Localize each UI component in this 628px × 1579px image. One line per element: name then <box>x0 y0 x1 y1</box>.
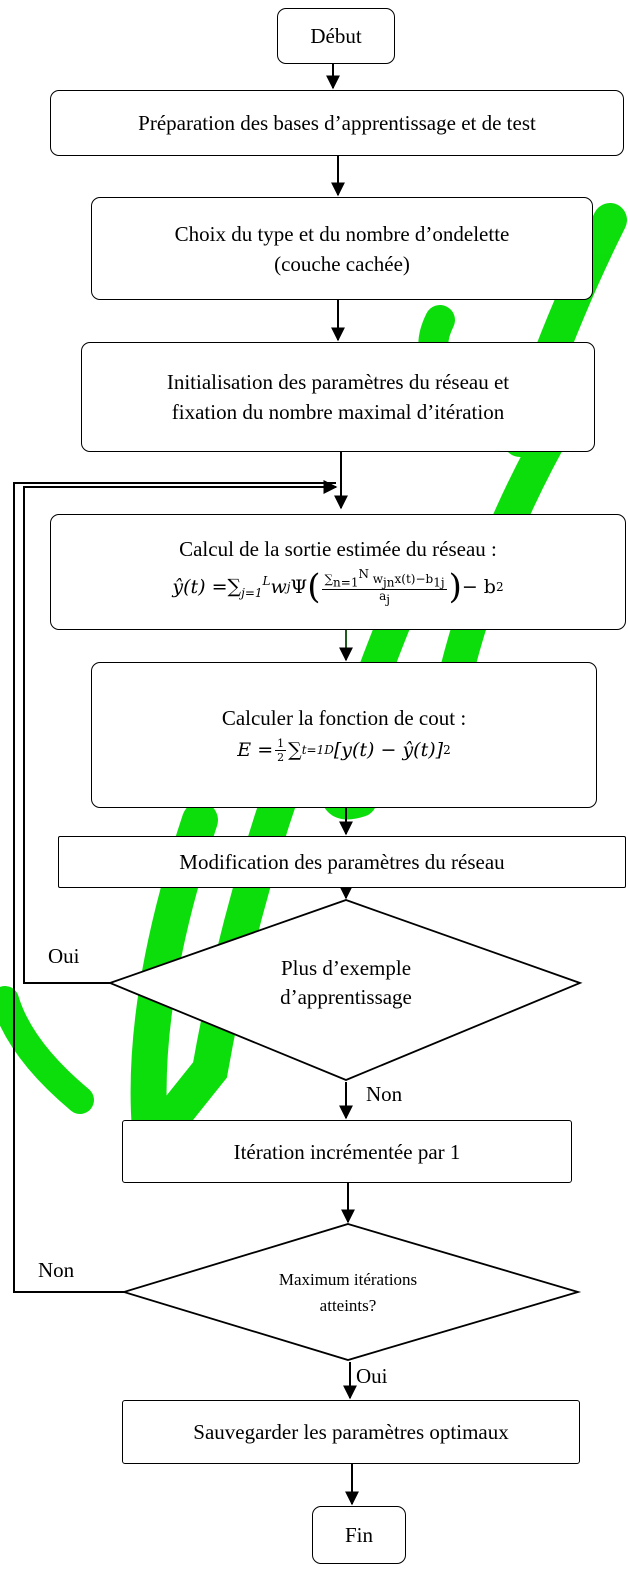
modif-label: Modification des paramètres du réseau <box>179 850 505 874</box>
formula-sum-symbol: ∑ <box>227 575 242 598</box>
formula-fraction-denominator: aj <box>379 590 390 606</box>
decision2-yes-label: Oui <box>356 1364 388 1388</box>
formula-rhs: − b <box>461 576 496 598</box>
cost-half-num: 1 <box>275 736 287 751</box>
formula-psi: Ψ <box>290 576 308 598</box>
formula-sum: ∑j=1L <box>228 564 271 610</box>
cost-half-den: 2 <box>277 750 285 764</box>
init-label-line2: fixation du nombre maximal d’itération <box>171 400 505 424</box>
start-label: Début <box>310 24 362 48</box>
prep-node: Préparation des bases d’apprentissage et… <box>50 90 624 156</box>
formula-fraction-numerator: ∑n=1N wjnx(t)−b1j <box>322 566 447 590</box>
init-label-line1: Initialisation des paramètres du réseau … <box>166 370 510 394</box>
formula-lhs: ŷ(t) = <box>172 576 228 598</box>
init-node: Initialisation des paramètres du réseau … <box>81 342 595 452</box>
increment-label: Itération incrémentée par 1 <box>233 1139 461 1164</box>
den-a-sub: j <box>386 592 390 607</box>
end-node: Fin <box>312 1506 406 1564</box>
formula-weight-sub: j <box>286 580 291 594</box>
loop-non-path <box>13 482 336 1293</box>
cost-sum: ∑ <box>288 739 302 761</box>
calc-output-node: Calcul de la sortie estimée du réseau : … <box>50 514 626 630</box>
prep-label: Préparation des bases d’apprentissage et… <box>138 111 536 135</box>
loop-oui-path <box>23 480 338 984</box>
formula-weight: w <box>270 576 287 598</box>
num-tail-sub: 1j <box>433 575 445 589</box>
cost-body: [y(t) − ŷ(t)] <box>333 739 444 761</box>
cost-lhs: E = <box>237 739 274 761</box>
den-a: a <box>379 589 387 603</box>
num-weight: w <box>368 571 384 586</box>
decision1-diamond <box>107 899 583 1081</box>
choice-label-line2: (couche cachée) <box>274 251 410 276</box>
decision2-label-line2: atteints? <box>319 1296 377 1315</box>
decision1-label-line1: Plus d’exemple <box>280 956 412 980</box>
num-sum-sup: N <box>358 566 369 581</box>
calc-output-title: Calcul de la sortie estimée du réseau : <box>179 536 497 561</box>
end-label: Fin <box>344 1523 373 1547</box>
start-node: Début <box>277 8 395 64</box>
decision2-no-label: Non <box>38 1258 75 1282</box>
cost-sum-sub: t=1 <box>301 743 325 757</box>
increment-node: Itération incrémentée par 1 <box>122 1120 572 1183</box>
formula-sum-sup: L <box>262 573 271 588</box>
num-sum: ∑ <box>324 571 334 586</box>
cost-title: Calculer la fonction de cout : <box>221 706 467 730</box>
num-weight-sub: jn <box>383 575 395 589</box>
choice-node: Choix du type et du nombre d’ondelette (… <box>91 197 593 300</box>
formula-rhs-sub: 2 <box>495 580 504 594</box>
formula-fraction: ∑n=1N wjnx(t)−b1j aj <box>322 566 447 607</box>
decision1-no-label: Non <box>366 1082 403 1106</box>
decision2-diamond <box>120 1223 582 1361</box>
num-tail: x(t)−b <box>394 571 434 586</box>
num-sum-sub: n=1 <box>333 575 359 589</box>
decision2-label-line1: Maximum itérations <box>278 1270 418 1289</box>
cost-half-fraction: 1 2 <box>275 736 287 764</box>
cost-sup: 2 <box>443 743 451 757</box>
formula-sum-sub: j=1 <box>241 586 263 601</box>
cost-sum-sup: D <box>324 743 334 757</box>
formula-open-paren: ( <box>307 567 321 607</box>
formula-close-paren: ) <box>448 567 462 607</box>
save-node: Sauvegarder les paramètres optimaux <box>122 1400 580 1464</box>
decision2-text: Maximum itérations atteints? <box>220 1260 476 1326</box>
decision1-yes-label: Oui <box>48 944 80 968</box>
modif-node: Modification des paramètres du réseau <box>58 836 626 888</box>
save-label: Sauvegarder les paramètres optimaux <box>193 1420 509 1444</box>
cost-node: Calculer la fonction de cout : E = 1 2 ∑… <box>91 662 597 808</box>
decision1-label-line2: d’apprentissage <box>280 985 412 1009</box>
choice-label-line1: Choix du type et du nombre d’ondelette <box>174 221 510 246</box>
decision1-text: Plus d’exemple d’apprentissage <box>200 945 492 1021</box>
